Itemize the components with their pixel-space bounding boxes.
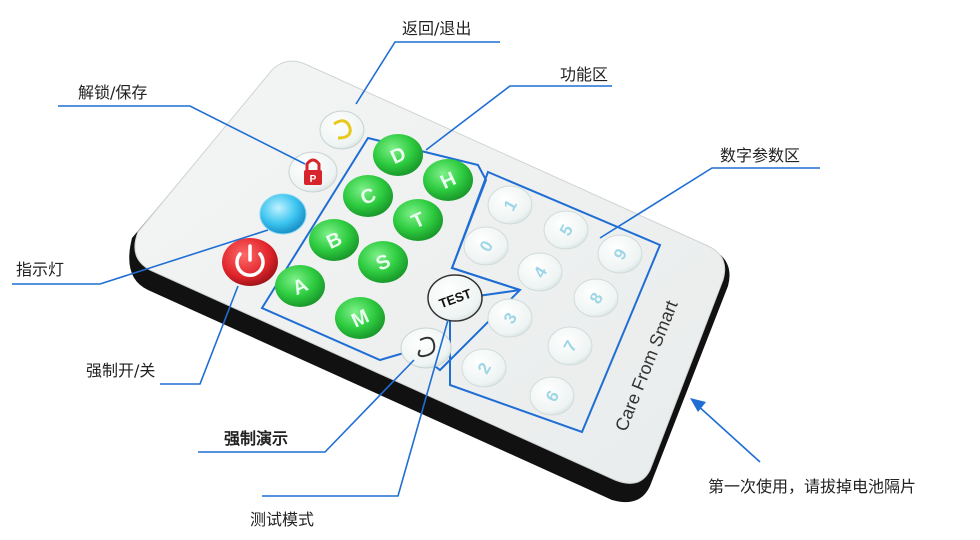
indicator-light — [259, 193, 307, 235]
battery-arrow-icon — [690, 398, 706, 412]
number-buttons: 150 94 38 27 6 — [461, 185, 643, 416]
function-button-c[interactable]: C — [343, 175, 393, 217]
number-button-6[interactable]: 6 — [529, 376, 575, 416]
back-exit-button[interactable] — [319, 110, 365, 150]
power-icon — [235, 244, 265, 278]
label-numeric-area: 数字参数区 — [720, 146, 801, 165]
function-button-m[interactable]: M — [335, 297, 385, 339]
number-button-2[interactable]: 2 — [461, 348, 507, 388]
annotation-lines — [12, 41, 820, 497]
function-area-frame — [260, 136, 522, 372]
number-button-8[interactable]: 8 — [573, 278, 619, 318]
function-button-d[interactable]: D — [373, 134, 423, 176]
function-button-s[interactable]: S — [358, 241, 408, 283]
label-test-mode: 测试模式 — [250, 510, 315, 529]
demo-icon — [417, 336, 436, 358]
number-button-9[interactable]: 9 — [597, 234, 643, 274]
lock-icon: P — [304, 158, 322, 185]
number-button-4[interactable]: 4 — [517, 252, 563, 292]
function-button-b[interactable]: B — [309, 219, 359, 261]
function-button-t[interactable]: T — [393, 199, 443, 241]
label-indicator: 指示灯 — [16, 260, 65, 279]
number-button-3[interactable]: 3 — [487, 298, 533, 338]
number-button-5[interactable]: 5 — [543, 210, 589, 250]
label-back-exit: 返回/退出 — [402, 19, 472, 38]
back-arrow-icon — [333, 119, 352, 140]
label-force-demo: 强制演示 — [224, 429, 289, 448]
function-button-a[interactable]: A — [275, 265, 325, 307]
number-button-7[interactable]: 7 — [547, 326, 593, 366]
label-unlock-save: 解锁/保存 — [78, 83, 148, 102]
unlock-save-button[interactable]: P — [288, 151, 338, 193]
power-button[interactable] — [222, 238, 278, 286]
number-button-0[interactable]: 0 — [463, 226, 509, 266]
force-demo-button[interactable] — [400, 327, 452, 369]
function-button-h[interactable]: H — [423, 159, 473, 201]
svg-text:P: P — [310, 174, 317, 185]
label-battery-note: 第一次使用，请拔掉电池隔片 — [708, 477, 917, 496]
test-button[interactable]: TEST — [427, 274, 483, 322]
remote-body — [129, 60, 730, 503]
number-button-1[interactable]: 1 — [487, 185, 533, 225]
label-force-power: 强制开/关 — [86, 361, 156, 380]
label-function-area: 功能区 — [560, 65, 609, 84]
